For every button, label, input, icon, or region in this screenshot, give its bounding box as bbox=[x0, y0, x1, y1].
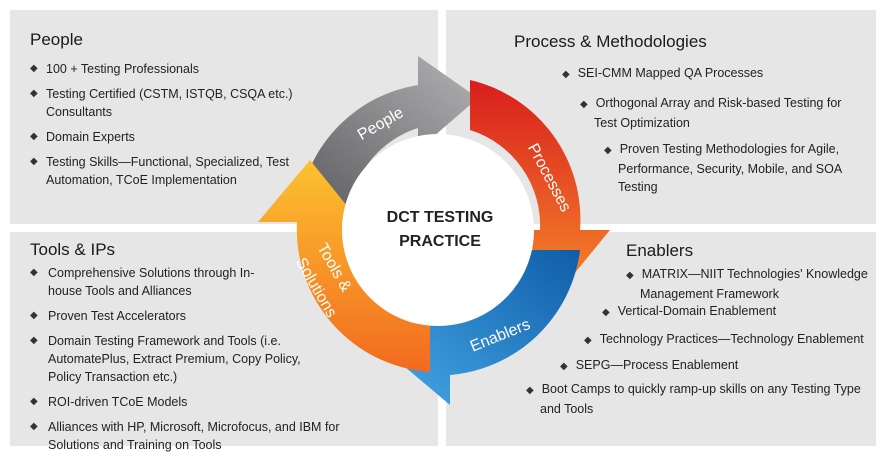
list-item: ◆Boot Camps to quickly ramp-up skills on… bbox=[526, 382, 861, 416]
bullet-icon: ◆ bbox=[560, 361, 568, 372]
process-title: Process & Methodologies bbox=[514, 32, 707, 51]
list-item: ◆Proven Test Accelerators bbox=[30, 309, 187, 323]
cycle-diagram: DCT TESTING PRACTICE People Processes En… bbox=[258, 56, 610, 405]
list-item: ◆Technology Practices—Technology Enablem… bbox=[584, 332, 864, 346]
bullet-icon: ◆ bbox=[30, 396, 38, 407]
enablers-title: Enablers bbox=[626, 241, 694, 260]
tools-list: ◆Comprehensive Solutions through In-hous… bbox=[30, 264, 360, 461]
center-circle bbox=[342, 134, 534, 326]
center-title-line1: DCT TESTING bbox=[387, 209, 494, 226]
bullet-icon: ◆ bbox=[526, 385, 534, 396]
bullet-icon: ◆ bbox=[30, 156, 38, 167]
list-item: ◆SEI-CMM Mapped QA Processes bbox=[562, 66, 764, 80]
bullet-icon: ◆ bbox=[30, 131, 38, 142]
list-item: ◆SEPG—Process Enablement bbox=[560, 358, 739, 372]
list-item: ◆Domain Experts bbox=[30, 130, 135, 144]
bullet-icon: ◆ bbox=[580, 99, 588, 110]
processes-arrow bbox=[470, 80, 610, 285]
tools-arrow bbox=[258, 160, 430, 372]
list-item: ◆MATRIX—NIIT Technologies' Knowledge Man… bbox=[626, 267, 868, 301]
list-item: ◆ROI-driven TCoE Models bbox=[30, 395, 188, 409]
list-item: ◆Proven Testing Methodologies for Agile,… bbox=[604, 142, 842, 194]
bullet-icon: ◆ bbox=[584, 335, 592, 346]
bullet-icon: ◆ bbox=[30, 88, 38, 99]
enablers-arrow bbox=[385, 250, 580, 405]
list-item: ◆Comprehensive Solutions through In-hous… bbox=[30, 266, 255, 298]
list-item: ◆100 + Testing Professionals bbox=[30, 62, 199, 76]
list-item: ◆Vertical-Domain Enablement bbox=[602, 304, 777, 318]
bullet-icon: ◆ bbox=[30, 335, 38, 346]
tools-title: Tools & IPs bbox=[30, 240, 116, 259]
people-title: People bbox=[30, 30, 83, 49]
bullet-icon: ◆ bbox=[602, 307, 610, 318]
list-item: ◆Testing Certified (CSTM, ISTQB, CSQA et… bbox=[30, 87, 293, 119]
people-list: ◆100 + Testing Professionals ◆Testing Ce… bbox=[30, 60, 300, 196]
bullet-icon: ◆ bbox=[30, 63, 38, 74]
list-item: ◆Domain Testing Framework and Tools (i.e… bbox=[30, 334, 301, 384]
center-title-line2: PRACTICE bbox=[399, 233, 481, 250]
bullet-icon: ◆ bbox=[30, 421, 38, 432]
bullet-icon: ◆ bbox=[626, 270, 634, 281]
bullet-icon: ◆ bbox=[604, 145, 612, 156]
list-item: ◆Testing Skills—Functional, Specialized,… bbox=[30, 155, 289, 187]
bullet-icon: ◆ bbox=[562, 69, 570, 80]
list-item: ◆Orthogonal Array and Risk-based Testing… bbox=[580, 96, 842, 130]
bullet-icon: ◆ bbox=[30, 310, 38, 321]
people-arrow bbox=[300, 56, 478, 205]
bullet-icon: ◆ bbox=[30, 267, 38, 278]
